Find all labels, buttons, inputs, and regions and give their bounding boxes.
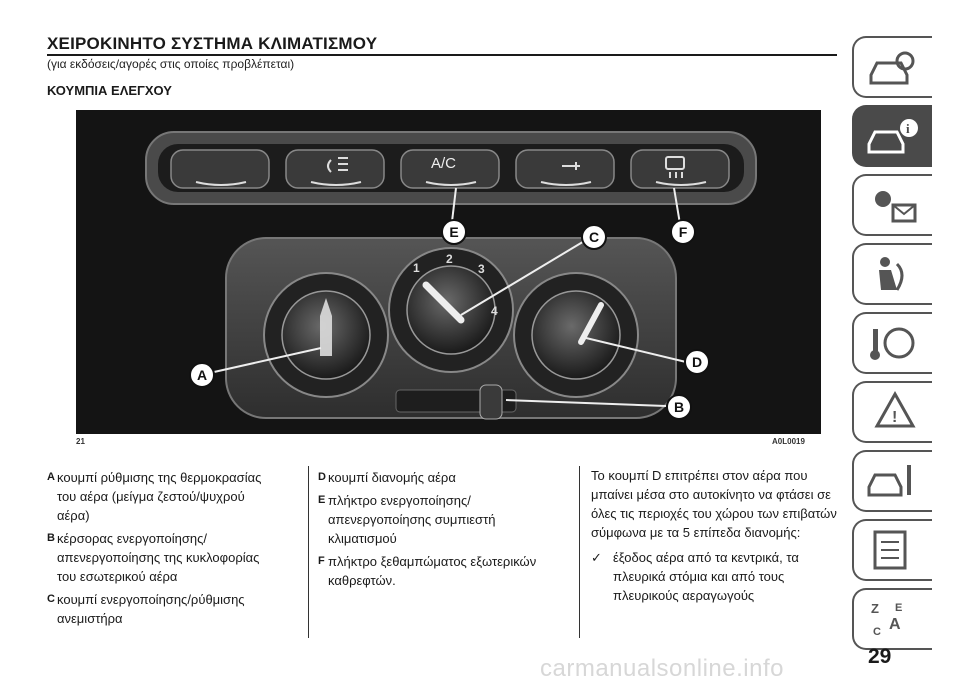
legend-letter: F: [318, 555, 325, 567]
legend-letter: A: [47, 471, 55, 483]
legend-text: κουμπί ρύθμισης της θερμοκρασίας του αέρ…: [57, 470, 262, 523]
column-divider: [308, 466, 309, 638]
svg-text:!: !: [892, 409, 897, 426]
svg-text:D: D: [692, 354, 702, 370]
svg-text:i: i: [906, 121, 910, 136]
svg-text:F: F: [679, 224, 688, 240]
legend-text: πλήκτρο ενεργοποίησης/ απενεργοποίησης σ…: [328, 493, 496, 546]
rear-defrost-button: [285, 149, 385, 189]
callout-A: A: [189, 362, 215, 388]
callout-E: E: [441, 219, 467, 245]
dashboard-controls-figure: A/C 1 2 3 4 0 E: [76, 110, 821, 434]
watermark: carmanualsonline.info: [540, 655, 784, 682]
legend-letter: E: [318, 494, 326, 506]
car-search-icon[interactable]: [852, 36, 932, 98]
svg-text:B: B: [674, 399, 684, 415]
title-rule: [47, 54, 837, 56]
recirculation-slider-handle: [479, 384, 503, 420]
legend-text: κουμπί διανομής αέρα: [328, 470, 456, 485]
distribution-intro: Το κουμπί D επιτρέπει στον αέρα που μπαί…: [591, 468, 837, 540]
legend-text: κουμπί ενεργοποίησης/ρύθμισης ανεμιστήρα: [57, 592, 245, 626]
svg-text:E: E: [895, 602, 902, 614]
car-wrench-icon[interactable]: [852, 450, 932, 512]
page-number: 29: [868, 645, 892, 668]
column-divider: [579, 466, 580, 638]
callout-C: C: [581, 224, 607, 250]
figure-code: A0L0019: [772, 437, 805, 446]
svg-text:C: C: [589, 229, 599, 245]
seatbelt-airbag-icon[interactable]: [852, 243, 932, 305]
callout-D: D: [684, 349, 710, 375]
legend-column-3: Το κουμπί D επιτρέπει στον αέρα που μπαί…: [591, 466, 841, 605]
button-1: [170, 149, 270, 189]
svg-text:C: C: [873, 626, 881, 638]
air-vent-icon: ✓: [591, 550, 602, 565]
distribution-mode-item: ✓ έξοδος αέρα από τα κεντρικά, τα πλευρι…: [591, 548, 841, 605]
page-title: ΧΕΙΡΟΚΙΝΗΤΟ ΣΥΣΤΗΜΑ ΚΛΙΜΑΤΙΣΜΟΥ: [47, 34, 378, 53]
car-info-icon[interactable]: i: [852, 105, 932, 167]
mirror-button: [515, 149, 615, 189]
callout-F: F: [670, 219, 696, 245]
callout-B: B: [666, 394, 692, 420]
fan-scale-2: 2: [446, 252, 453, 266]
ac-label: A/C: [431, 155, 456, 172]
section-heading: ΚΟΥΜΠΙΑ ΕΛΕΓΧΟΥ: [47, 83, 172, 98]
controls-illustration: A/C 1 2 3 4 0 E: [76, 110, 821, 434]
checklist-icon[interactable]: [852, 519, 932, 581]
distribution-knob: [531, 290, 621, 380]
legend-letter: B: [47, 532, 55, 544]
legend-letter: C: [47, 593, 55, 605]
figure-number: 21: [76, 437, 85, 446]
ac-button: [400, 149, 500, 189]
svg-text:E: E: [449, 224, 458, 240]
legend-text: πλήκτρο ξεθαμπώματος εξωτερικών καθρεφτώ…: [328, 554, 537, 588]
distribution-mode-text: έξοδος αέρα από τα κεντρικά, τα πλευρικά…: [613, 550, 799, 603]
warning-triangle-car-icon[interactable]: !: [852, 381, 932, 443]
svg-text:Z: Z: [871, 601, 879, 616]
legend-text: κέρσορας ενεργοποίησης/ απενεργοποίησης …: [57, 531, 260, 584]
legend-letter: D: [318, 471, 326, 483]
steering-wheel-key-icon[interactable]: [852, 312, 932, 374]
svg-text:A: A: [197, 367, 207, 383]
fan-scale-3: 3: [478, 262, 485, 276]
fan-scale-4: 4: [491, 304, 498, 318]
fan-scale-1: 1: [413, 261, 420, 275]
warning-light-mail-icon[interactable]: [852, 174, 932, 236]
page-subtitle: (για εκδόσεις/αγορές στις οποίες προβλέπ…: [47, 57, 295, 71]
svg-text:A: A: [889, 616, 901, 633]
